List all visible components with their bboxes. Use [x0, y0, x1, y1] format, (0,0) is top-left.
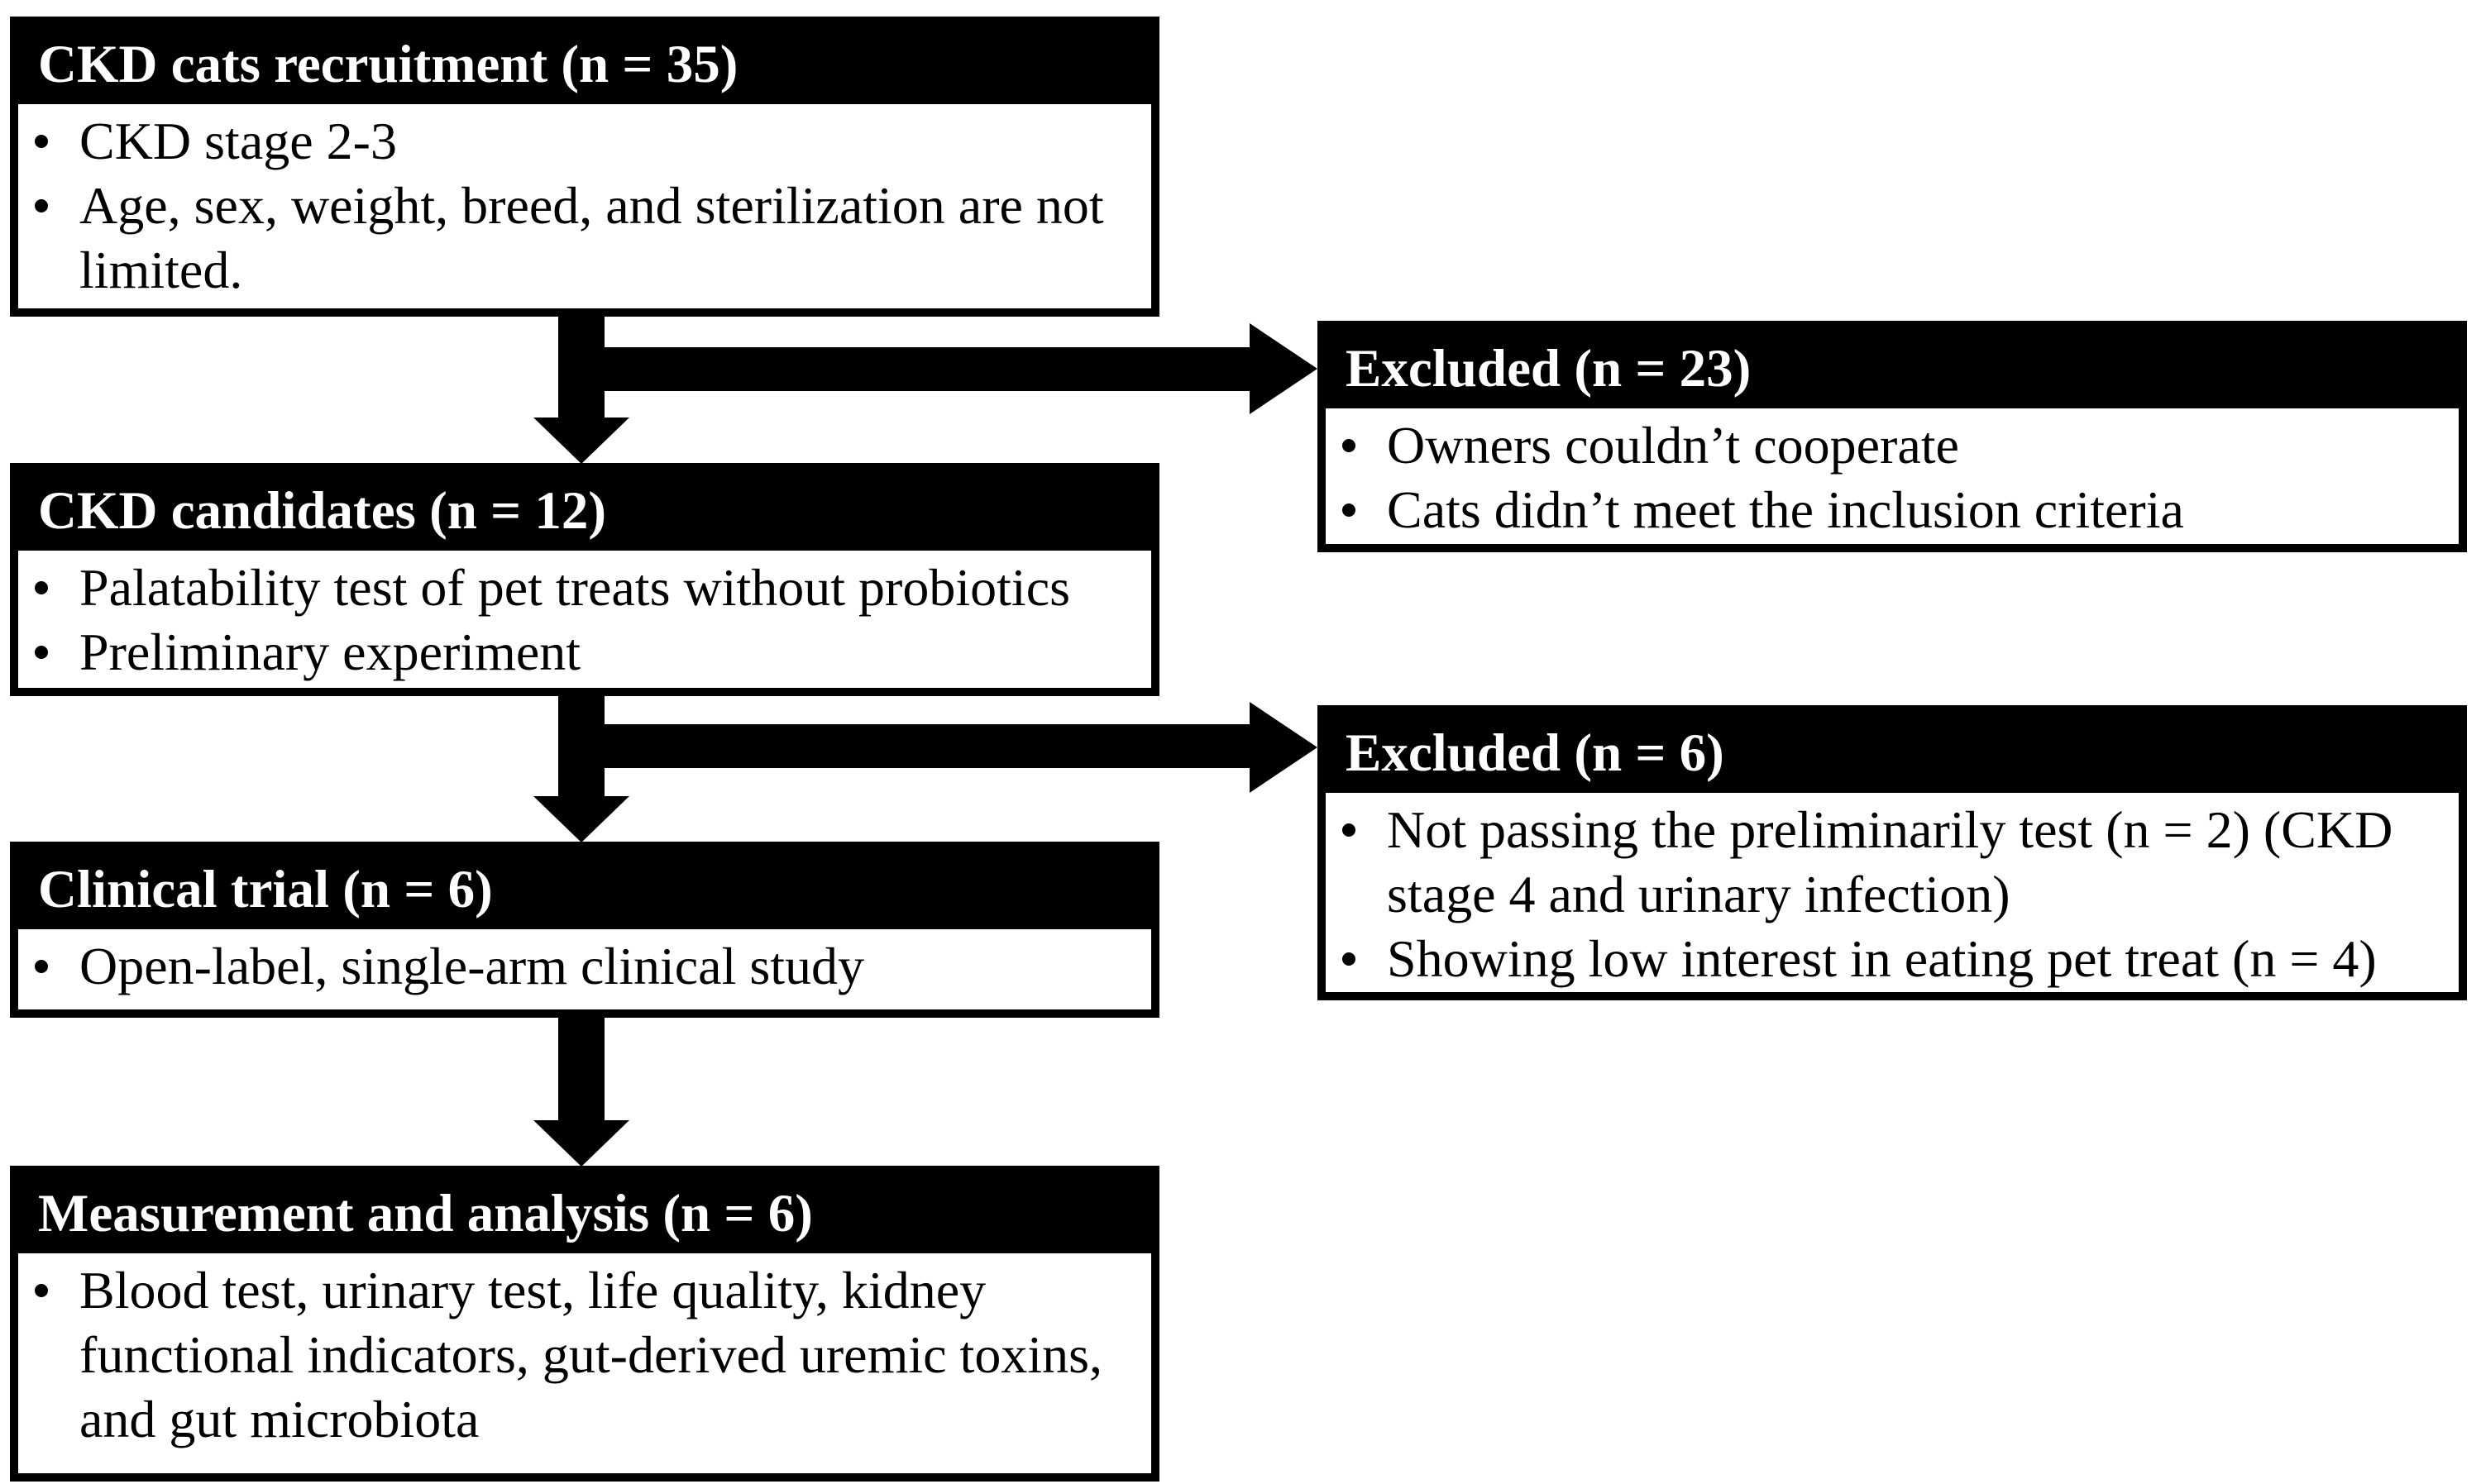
- bullet-item: Showing low interest in eating pet treat…: [1326, 927, 2442, 991]
- bullet-item: Not passing the preliminarily test (n = …: [1326, 798, 2442, 927]
- box-excluded-23-header: Excluded (n = 23): [1326, 329, 2459, 408]
- box-clinical-trial-title: Clinical trial (n = 6): [38, 859, 493, 919]
- bullet-list: Open-label, single-arm clinical study: [18, 934, 1135, 999]
- bullet-text: Blood test, urinary test, life quality, …: [79, 1261, 1102, 1448]
- box-ckd-candidates-header: CKD candidates (n = 12): [18, 471, 1151, 551]
- bullet-item: Open-label, single-arm clinical study: [18, 934, 1135, 999]
- box-measurement-analysis-body: Blood test, urinary test, life quality, …: [18, 1253, 1151, 1452]
- arrow-shaft: [558, 1018, 605, 1122]
- bullet-list: Palatability test of pet treats without …: [18, 556, 1135, 685]
- arrowhead-down-icon: [533, 796, 629, 842]
- bullet-list: Blood test, urinary test, life quality, …: [18, 1258, 1135, 1452]
- box-ckd-candidates-title: CKD candidates (n = 12): [38, 480, 607, 541]
- box-clinical-trial: Clinical trial (n = 6) Open-label, singl…: [10, 842, 1159, 1018]
- bullet-text: Age, sex, weight, breed, and sterilizati…: [79, 176, 1104, 299]
- bullet-list: CKD stage 2-3 Age, sex, weight, breed, a…: [18, 109, 1135, 303]
- box-measurement-analysis-header: Measurement and analysis (n = 6): [18, 1174, 1151, 1253]
- arrow-shaft: [558, 696, 605, 798]
- bullet-item: Owners couldn’t cooperate: [1326, 413, 2442, 478]
- arrowhead-down-icon: [533, 1120, 629, 1167]
- box-ckd-recruitment: CKD cats recruitment (n = 35) CKD stage …: [10, 17, 1159, 317]
- box-excluded-6-title: Excluded (n = 6): [1346, 723, 1724, 783]
- box-ckd-recruitment-title: CKD cats recruitment (n = 35): [38, 34, 739, 94]
- box-excluded-6: Excluded (n = 6) Not passing the prelimi…: [1317, 705, 2467, 1000]
- arrowhead-right-icon: [1250, 323, 1317, 414]
- box-excluded-23: Excluded (n = 23) Owners couldn’t cooper…: [1317, 321, 2467, 552]
- bullet-text: CKD stage 2-3: [79, 112, 397, 170]
- arrow-shaft: [605, 347, 1250, 391]
- bullet-item: Blood test, urinary test, life quality, …: [18, 1258, 1135, 1452]
- bullet-text: Palatability test of pet treats without …: [79, 558, 1070, 617]
- bullet-item: Cats didn’t meet the inclusion criteria: [1326, 478, 2442, 542]
- box-excluded-6-body: Not passing the preliminarily test (n = …: [1326, 793, 2459, 991]
- box-ckd-recruitment-body: CKD stage 2-3 Age, sex, weight, breed, a…: [18, 104, 1151, 303]
- bullet-item: Age, sex, weight, breed, and sterilizati…: [18, 174, 1135, 303]
- bullet-text: Showing low interest in eating pet treat…: [1387, 929, 2377, 988]
- box-ckd-recruitment-header: CKD cats recruitment (n = 35): [18, 25, 1151, 104]
- bullet-text: Not passing the preliminarily test (n = …: [1387, 800, 2393, 923]
- bullet-text: Preliminary experiment: [79, 623, 581, 681]
- arrowhead-down-icon: [533, 418, 629, 464]
- bullet-item: CKD stage 2-3: [18, 109, 1135, 174]
- box-excluded-23-title: Excluded (n = 23): [1346, 338, 1752, 398]
- arrow-shaft: [605, 724, 1250, 768]
- bullet-list: Not passing the preliminarily test (n = …: [1326, 798, 2442, 991]
- bullet-item: Preliminary experiment: [18, 620, 1135, 685]
- box-excluded-6-header: Excluded (n = 6): [1326, 713, 2459, 793]
- box-measurement-analysis: Measurement and analysis (n = 6) Blood t…: [10, 1166, 1159, 1482]
- bullet-text: Open-label, single-arm clinical study: [79, 937, 865, 995]
- bullet-text: Owners couldn’t cooperate: [1387, 416, 1959, 475]
- box-ckd-candidates-body: Palatability test of pet treats without …: [18, 551, 1151, 685]
- bullet-text: Cats didn’t meet the inclusion criteria: [1387, 480, 2184, 539]
- arrow-shaft: [558, 317, 605, 419]
- bullet-item: Palatability test of pet treats without …: [18, 556, 1135, 620]
- box-clinical-trial-body: Open-label, single-arm clinical study: [18, 929, 1151, 999]
- box-ckd-candidates: CKD candidates (n = 12) Palatability tes…: [10, 463, 1159, 696]
- box-measurement-analysis-title: Measurement and analysis (n = 6): [38, 1183, 813, 1243]
- box-clinical-trial-header: Clinical trial (n = 6): [18, 850, 1151, 929]
- box-excluded-23-body: Owners couldn’t cooperate Cats didn’t me…: [1326, 408, 2459, 542]
- bullet-list: Owners couldn’t cooperate Cats didn’t me…: [1326, 413, 2442, 542]
- arrowhead-right-icon: [1250, 702, 1317, 793]
